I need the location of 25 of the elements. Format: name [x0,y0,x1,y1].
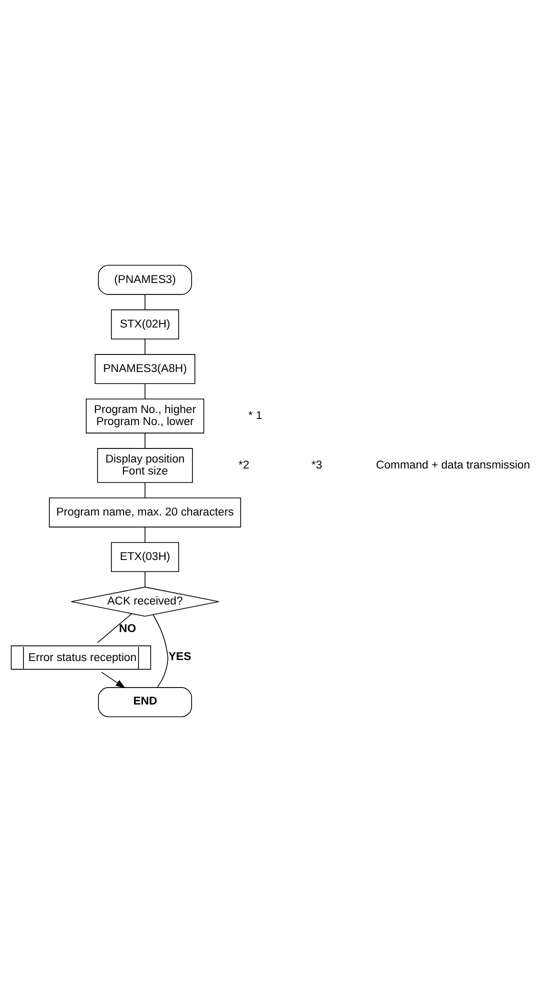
label: Command + data transmission [376,458,530,471]
connector [144,482,146,498]
node-box: ETX(03H) [110,542,180,572]
node-box: STX(02H) [110,308,180,339]
connector [144,526,146,542]
connector [144,338,146,354]
node-box: (PNAMES3) [98,264,192,294]
edge-label: YES [168,650,192,662]
label: *2 [238,458,250,471]
node-diamond: ACK received? [70,586,220,616]
connector [144,382,146,399]
connector [144,570,146,587]
connector [152,614,168,688]
label: *3 [311,458,322,471]
connector [144,432,146,448]
edge-label: NO [119,622,136,634]
node-box: Display position Font size [97,448,193,482]
connector [97,612,132,643]
node-box: Program name, max. 20 characters [48,496,242,527]
label: * 1 [248,410,262,422]
node-box: END [98,686,192,717]
node-box: Program No., higher Program No., lower [86,398,204,433]
connector [144,294,146,310]
arrow [101,671,126,688]
node-box: PNAMES3(A8H) [94,354,196,384]
